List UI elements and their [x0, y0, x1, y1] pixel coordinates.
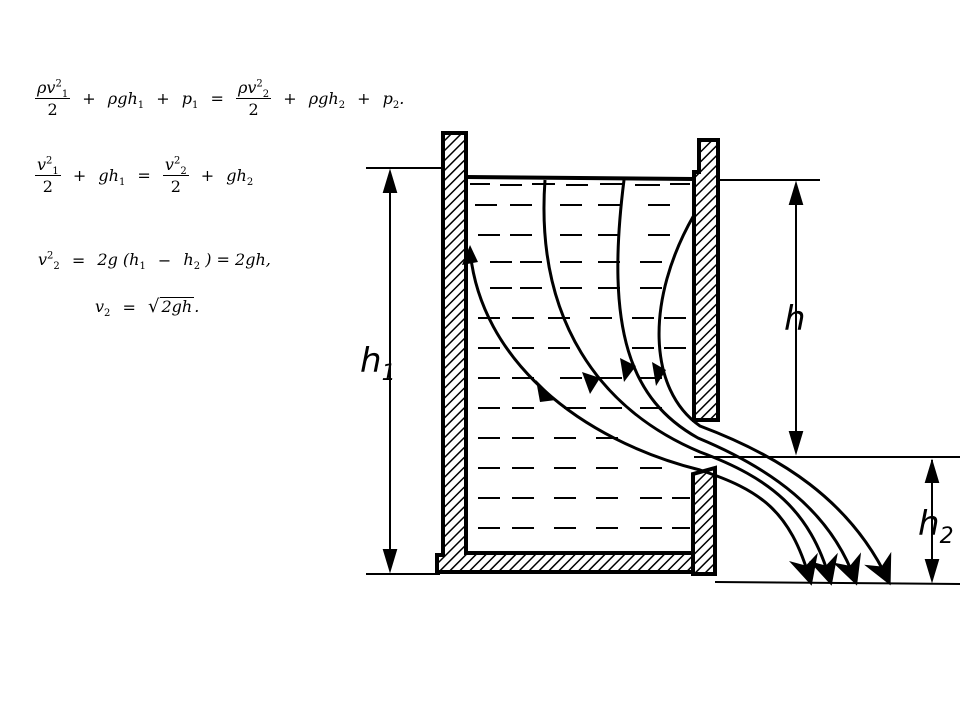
arrow-inner-5 — [652, 362, 666, 386]
text: h — [183, 250, 194, 269]
op: = — [71, 250, 86, 270]
sup: 2 — [256, 78, 263, 90]
term-text: gh — [226, 166, 247, 185]
num-text: v — [164, 155, 174, 174]
fraction-rhs: ρv22 2 — [235, 78, 272, 119]
op: + — [357, 89, 371, 108]
op: + — [82, 89, 96, 108]
fraction-rhs: v22 2 — [162, 155, 189, 196]
vessel-right-wall-upper — [692, 138, 720, 422]
sub: 2 — [193, 261, 201, 273]
den: 2 — [47, 100, 58, 119]
term-text: p — [181, 89, 192, 108]
sup: 2 — [173, 155, 181, 167]
label-h1: h1 — [360, 341, 396, 386]
term-text: ρgh — [107, 89, 138, 108]
num-text: v — [37, 155, 47, 174]
equation-velocity-squared: v22 = 2g (h1 − h2 ) = 2gh, — [38, 250, 271, 273]
streamline-4 — [657, 214, 892, 586]
streamline-2 — [542, 179, 838, 586]
op: = — [122, 297, 136, 317]
term-text: p — [382, 89, 393, 108]
den: 2 — [170, 177, 181, 196]
sub: 2 — [180, 166, 187, 178]
sub: 2 — [338, 100, 346, 112]
equation-bernoulli: ρv21 2 + ρgh1 + p1 = ρv22 2 + ρgh2 + p2. — [35, 78, 405, 119]
v: v — [95, 297, 105, 316]
op: + — [283, 89, 297, 108]
end: . — [194, 297, 200, 316]
op: + — [200, 166, 215, 185]
den: 2 — [248, 100, 259, 119]
term: p2. — [382, 89, 405, 112]
sup: 2 — [55, 78, 62, 90]
fraction-lhs: ρv21 2 — [35, 78, 71, 119]
v: v — [38, 250, 48, 269]
ref-ground-right — [714, 581, 960, 585]
op: + — [72, 166, 87, 185]
sub: 1 — [137, 100, 145, 112]
term: p1 — [181, 89, 199, 112]
streamline-1 — [468, 249, 818, 586]
equation-energy: v21 2 + gh1 = v22 2 + gh2 — [35, 155, 254, 196]
arrow-inner-1 — [462, 245, 478, 265]
arrow-inner-4 — [620, 358, 636, 382]
sub: 2 — [392, 100, 400, 112]
op: = — [137, 166, 151, 185]
term-text: gh — [98, 166, 119, 185]
num-text: ρv — [37, 78, 56, 97]
sub: 1 — [52, 166, 59, 178]
sub: 2 — [246, 177, 254, 189]
fraction-lhs: v21 2 — [35, 155, 61, 196]
end: . — [399, 89, 405, 108]
sqrt-sign: √ — [148, 296, 160, 317]
dimension-h2 — [924, 458, 940, 584]
water-surface-ripples — [470, 183, 690, 186]
op: = — [210, 89, 224, 108]
sub: 2 — [104, 308, 111, 320]
sup: 2 — [46, 155, 53, 167]
sub: 2 — [262, 89, 270, 101]
text: ) = 2gh, — [205, 250, 271, 269]
term: gh1 — [98, 166, 126, 189]
sub: 1 — [118, 177, 126, 189]
streamline-arrows — [462, 245, 666, 402]
op: − — [157, 250, 172, 270]
streamlines — [468, 179, 892, 586]
term-text: ρgh — [308, 89, 339, 108]
arrow-inner-2 — [536, 380, 556, 402]
water-dashes — [475, 204, 690, 529]
dimension-h1 — [382, 168, 398, 574]
dimension-h — [788, 180, 804, 456]
water-surface — [465, 175, 695, 181]
op: + — [156, 89, 170, 108]
term: gh2 — [226, 166, 254, 189]
num-text: ρv — [237, 78, 257, 97]
streamline-3 — [616, 179, 862, 586]
term: ρgh1 — [107, 89, 145, 112]
label-h2: h2 — [918, 504, 954, 549]
text: 2g (h — [97, 250, 140, 269]
term: ρgh2 — [308, 89, 346, 112]
vessel-right-wall-lower — [691, 465, 717, 576]
label-h: h — [784, 299, 806, 339]
arrow-inner-3 — [582, 372, 600, 394]
sub: 1 — [191, 100, 199, 112]
sqrt-arg: 2gh — [159, 297, 195, 316]
sub: 1 — [61, 89, 69, 101]
equation-torricelli: v2 = √2gh. — [95, 296, 200, 320]
sub: 1 — [139, 261, 146, 273]
sup: 2 — [47, 250, 54, 262]
reference-lines — [366, 167, 960, 585]
den: 2 — [42, 177, 53, 196]
vessel-left-bottom-wall — [435, 131, 695, 574]
sub: 2 — [53, 261, 60, 273]
